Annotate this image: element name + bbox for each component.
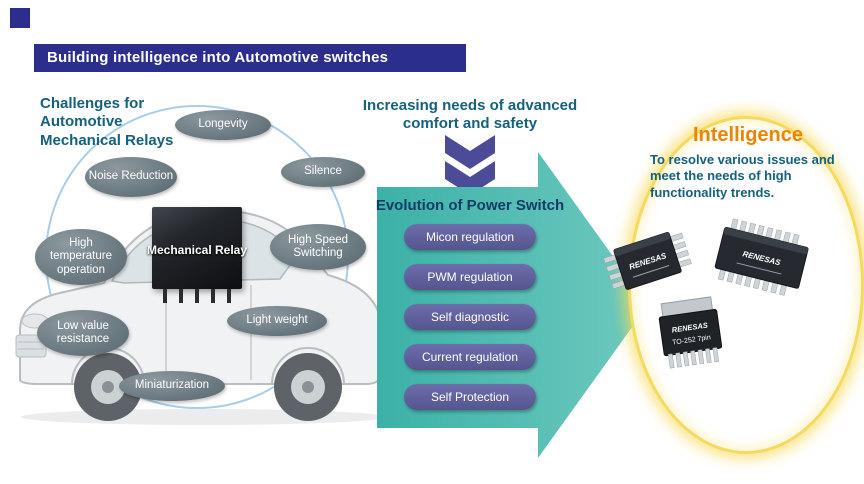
corner-accent-square: [10, 8, 30, 28]
relay-label: Mechanical Relay: [146, 243, 248, 257]
chevron-down-icon: [430, 131, 510, 203]
relay-pin: [211, 289, 215, 303]
feature-pill-self-diagnostic: Self diagnostic: [404, 304, 536, 330]
challenge-bubble-silence: Silence: [281, 157, 365, 187]
evolution-heading: Evolution of Power Switch: [375, 197, 565, 214]
relay-pin: [163, 289, 167, 303]
challenge-bubble-high-speed-switching: High Speed Switching: [270, 224, 366, 270]
needs-heading: Increasing needs of advanced comfort and…: [362, 97, 578, 132]
challenge-bubble-miniaturization: Miniaturization: [119, 371, 225, 401]
wheel-arch: [271, 347, 345, 385]
mechanical-relay-image: [152, 207, 242, 289]
feature-pill-current-regulation: Current regulation: [404, 344, 536, 370]
challenge-bubble-high-temperature: High temperature operation: [35, 229, 127, 285]
title-banner: Building intelligence into Automotive sw…: [34, 44, 466, 72]
chip-sop-package-right: RENESAS: [697, 204, 827, 317]
feature-pill-micon-regulation: Micon regulation: [404, 224, 536, 250]
intelligence-description: To resolve various issues and meet the n…: [650, 152, 835, 200]
chip-to252-package: RENESAS TO-252 7pin: [636, 286, 745, 388]
feature-pill-self-protection: Self Protection: [404, 384, 536, 410]
chip-sop-package-left: RENESAS: [590, 211, 707, 320]
challenge-bubble-noise-reduction: Noise Reduction: [85, 157, 177, 197]
challenge-bubble-light-weight: Light weight: [227, 306, 327, 336]
relay-pin: [227, 289, 231, 303]
challenge-bubble-longevity: Longevity: [175, 110, 271, 140]
challenges-heading: Challenges for Automotive Mechanical Rel…: [40, 95, 174, 149]
intelligence-heading: Intelligence: [692, 124, 804, 146]
challenge-bubble-low-value-resistance: Low value resistance: [37, 310, 129, 356]
relay-pin: [195, 289, 199, 303]
feature-pill-pwm-regulation: PWM regulation: [404, 264, 536, 290]
relay-pin: [179, 289, 183, 303]
